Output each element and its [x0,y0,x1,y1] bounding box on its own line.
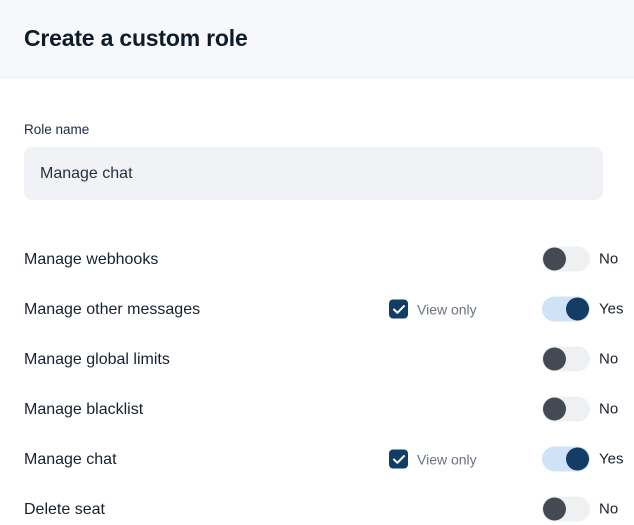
toggle-knob [543,247,566,271]
permission-toggle-group[interactable]: No [542,346,619,372]
permission-toggle[interactable] [542,396,590,422]
toggle-knob [543,497,566,521]
permission-toggle-value: No [599,350,619,368]
permission-toggle-value: Yes [599,300,624,318]
permission-row: Manage global limitsView onlyNo [24,334,618,384]
permission-row: Manage blacklistView onlyNo [24,384,618,434]
view-only-label: View only [417,301,477,318]
permission-label: Manage blacklist [24,400,144,418]
permission-toggle-group[interactable]: Yes [542,446,624,472]
view-only-group[interactable]: View only [389,299,477,319]
toggle-knob [543,347,566,371]
toggle-knob [566,447,589,471]
permission-toggle-value: No [599,400,619,418]
permission-label: Manage global limits [24,350,170,368]
permission-label: Manage webhooks [24,250,159,268]
permission-row: Delete seatView onlyNo [24,484,618,525]
view-only-label: View only [417,451,477,468]
permission-label: Delete seat [24,500,105,518]
permission-toggle-group[interactable]: Yes [542,296,624,322]
permission-label: Manage other messages [24,300,201,318]
toggle-knob [543,397,566,421]
view-only-checkbox[interactable] [389,449,408,469]
permission-toggle[interactable] [542,446,590,472]
permission-toggle[interactable] [542,296,590,322]
view-only-checkbox[interactable] [389,299,408,319]
permissions-list: Manage webhooksView onlyNoManage other m… [24,234,623,525]
permission-toggle-value: Yes [599,450,624,468]
role-name-label: Role name [24,122,90,137]
role-name-field-block: Role name [24,78,610,201]
permission-row: Manage chat View only Yes [24,434,623,484]
page-content: Role name Manage webhooksView onlyNoMana… [0,78,634,525]
permission-toggle-value: No [599,500,619,518]
permission-label: Manage chat [24,450,117,468]
toggle-knob [566,297,589,321]
page-header: Create a custom role [0,0,634,78]
permission-row: Manage webhooksView onlyNo [24,234,618,284]
permission-toggle-group[interactable]: No [542,396,619,422]
page-title: Create a custom role [24,24,248,51]
permission-row: Manage other messages View only Yes [24,284,623,334]
permission-toggle[interactable] [542,496,590,522]
role-name-input[interactable] [24,147,603,201]
permission-toggle-group[interactable]: No [542,496,619,522]
permission-toggle-group[interactable]: No [542,246,619,272]
permission-toggle-value: No [599,250,619,268]
view-only-group[interactable]: View only [389,449,477,469]
permission-toggle[interactable] [542,346,590,372]
permission-toggle[interactable] [542,246,590,272]
